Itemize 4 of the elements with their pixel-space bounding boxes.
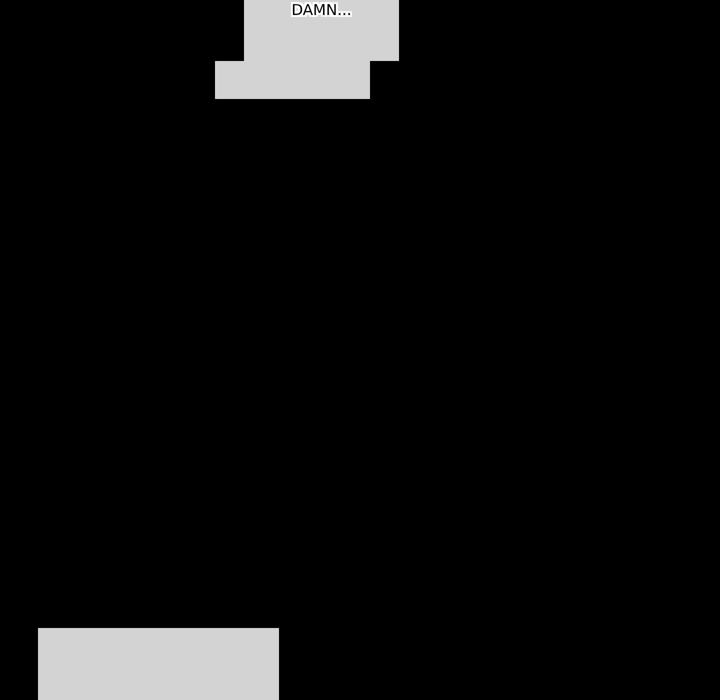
comic-panel	[215, 61, 370, 99]
comic-panel	[38, 628, 279, 700]
speech-text: DAMN...	[291, 1, 352, 19]
comic-panel	[244, 0, 399, 61]
